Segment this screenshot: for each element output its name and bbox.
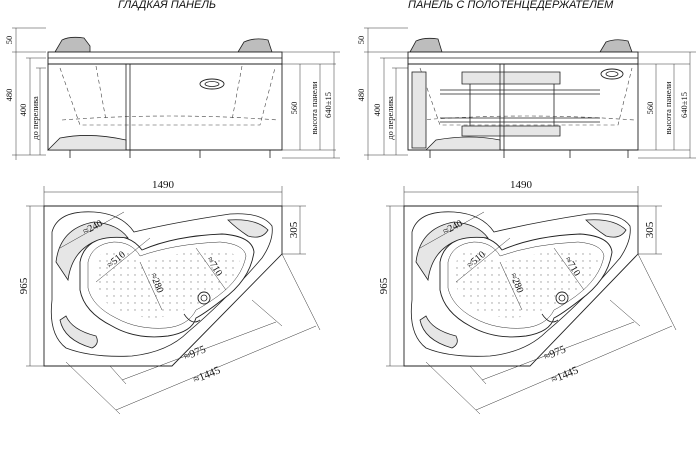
front-view-smooth: 50 480 400 до перелива 560 вы xyxy=(4,27,340,160)
plan-view-towel-holder: 1490 965 305 ≈240 ≈510 ≈280 ≈710 ≈975 xyxy=(378,179,677,415)
dim-1445: ≈1445 xyxy=(192,364,223,386)
front-view-towel-holder: 50 480 400 до перелива 560 высота панел xyxy=(356,27,696,160)
overflow-label-b: до перелива xyxy=(385,96,395,140)
title-towel-panel: ПАНЕЛЬ С ПОЛОТЕНЦЕДЕРЖАТЕЛЕМ xyxy=(408,0,614,11)
dim-480: 480 xyxy=(4,89,14,102)
dim-640: 640±15 xyxy=(323,92,333,118)
dim-965: 965 xyxy=(18,277,30,294)
title-smooth-panel: ГЛАДКАЯ ПАНЕЛЬ xyxy=(118,0,216,11)
overflow-label: до перелива xyxy=(30,96,40,140)
plan-view-smooth: 1490 965 305 ≈240 ≈510 ≈280 xyxy=(18,179,321,415)
dim-1490: 1490 xyxy=(152,179,175,191)
dim-50: 50 xyxy=(4,36,14,45)
panel-height-label: высота панели xyxy=(309,81,319,134)
dim-640-b: 640±15 xyxy=(679,92,689,118)
dim-965-b: 965 xyxy=(378,277,390,294)
dim-1490-b: 1490 xyxy=(510,179,533,191)
dim-560-b: 560 xyxy=(645,102,655,115)
dim-1445-b: ≈1445 xyxy=(550,364,581,386)
panel-height-label-b: высота панели xyxy=(663,81,673,134)
dim-480-b: 480 xyxy=(356,89,366,102)
dim-400: 400 xyxy=(18,104,28,117)
dim-560: 560 xyxy=(289,102,299,115)
dim-50-b: 50 xyxy=(356,36,366,45)
dim-400-b: 400 xyxy=(372,104,382,117)
dim-305: 305 xyxy=(288,221,300,238)
dim-305-b: 305 xyxy=(644,221,656,238)
